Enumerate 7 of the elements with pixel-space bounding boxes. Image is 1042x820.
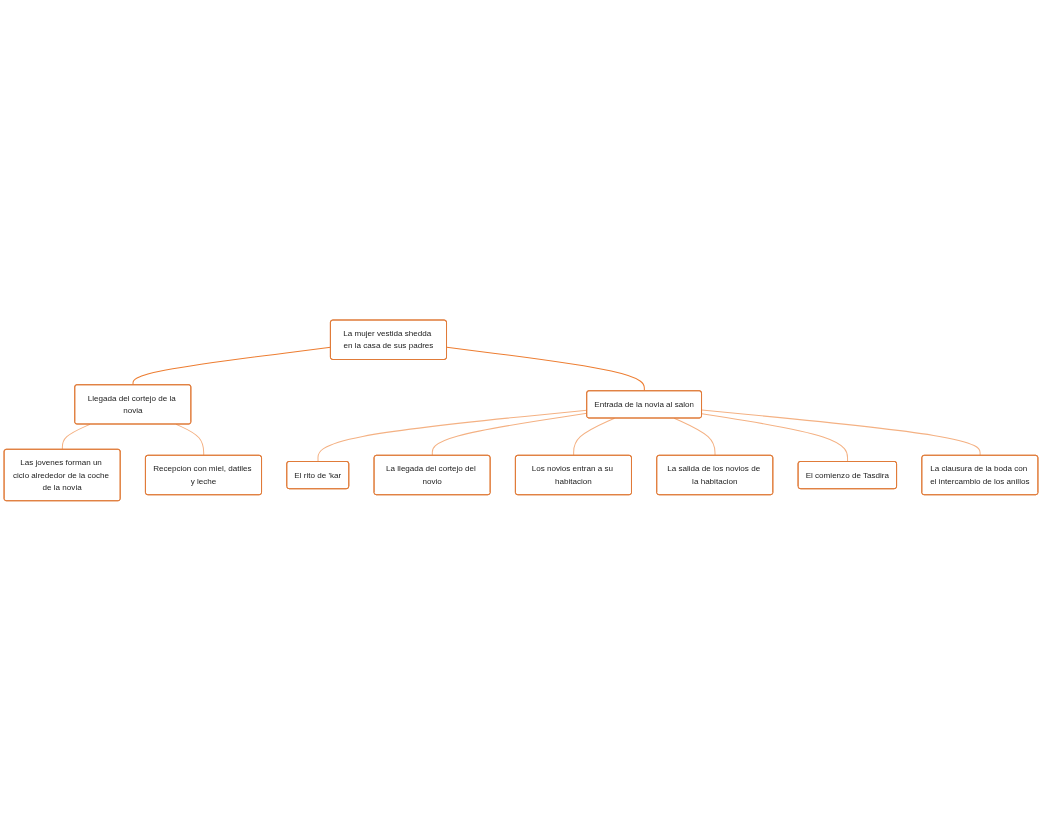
connector [573,417,616,456]
connector [673,417,716,456]
connector [61,423,91,450]
connector [701,409,981,456]
connector [175,423,205,456]
connector [701,412,849,462]
connector [446,346,645,392]
